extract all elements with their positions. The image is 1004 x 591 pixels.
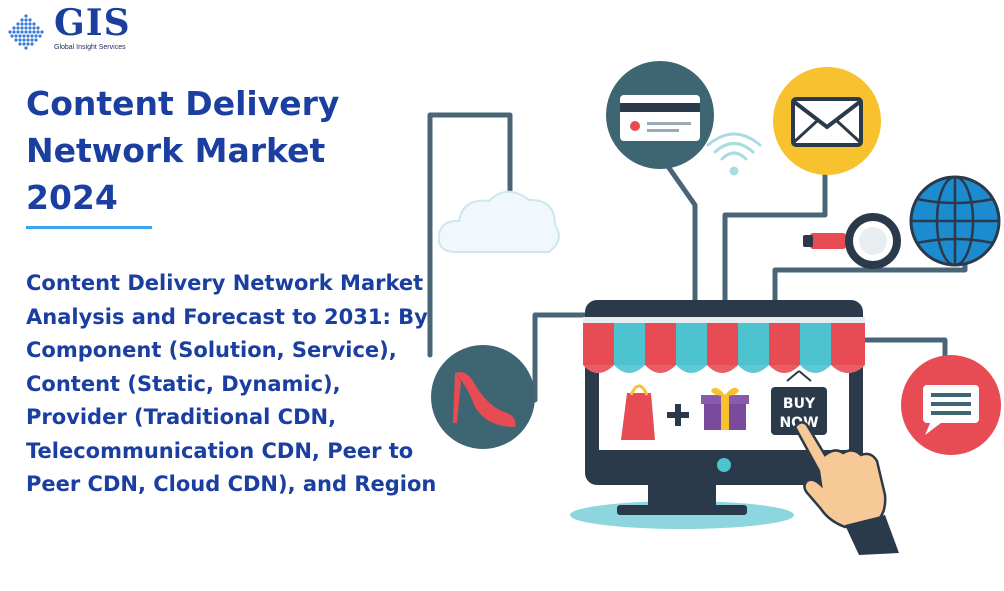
buy-label: BUY [783, 396, 816, 412]
cloud-icon [437, 190, 560, 253]
logo-wordmark: GIS [54, 2, 131, 44]
envelope-icon [773, 67, 881, 175]
gis-logo[interactable]: GIS Global Insight Services [4, 2, 134, 54]
hand-pointer-icon [793, 421, 899, 555]
plus-icon [667, 404, 689, 426]
globe-icon [909, 175, 1001, 267]
page-title: Content Delivery Network Market 2024 [26, 84, 340, 217]
logo-dots-icon [8, 14, 44, 50]
chat-icon [901, 355, 1001, 455]
logo-tagline: Global Insight Services [54, 44, 126, 51]
title-underline [26, 226, 152, 229]
wifi-icon [706, 132, 762, 176]
high-heel-icon [431, 345, 535, 449]
gift-icon [701, 387, 749, 430]
magnifier-icon [803, 213, 901, 269]
report-description: Content Delivery Network Market Analysis… [26, 271, 437, 496]
shopping-bag-icon [621, 384, 655, 440]
credit-card-icon [606, 61, 714, 169]
awning-icon [583, 317, 865, 373]
ecommerce-illustration: BUY NOW [427, 61, 1001, 555]
